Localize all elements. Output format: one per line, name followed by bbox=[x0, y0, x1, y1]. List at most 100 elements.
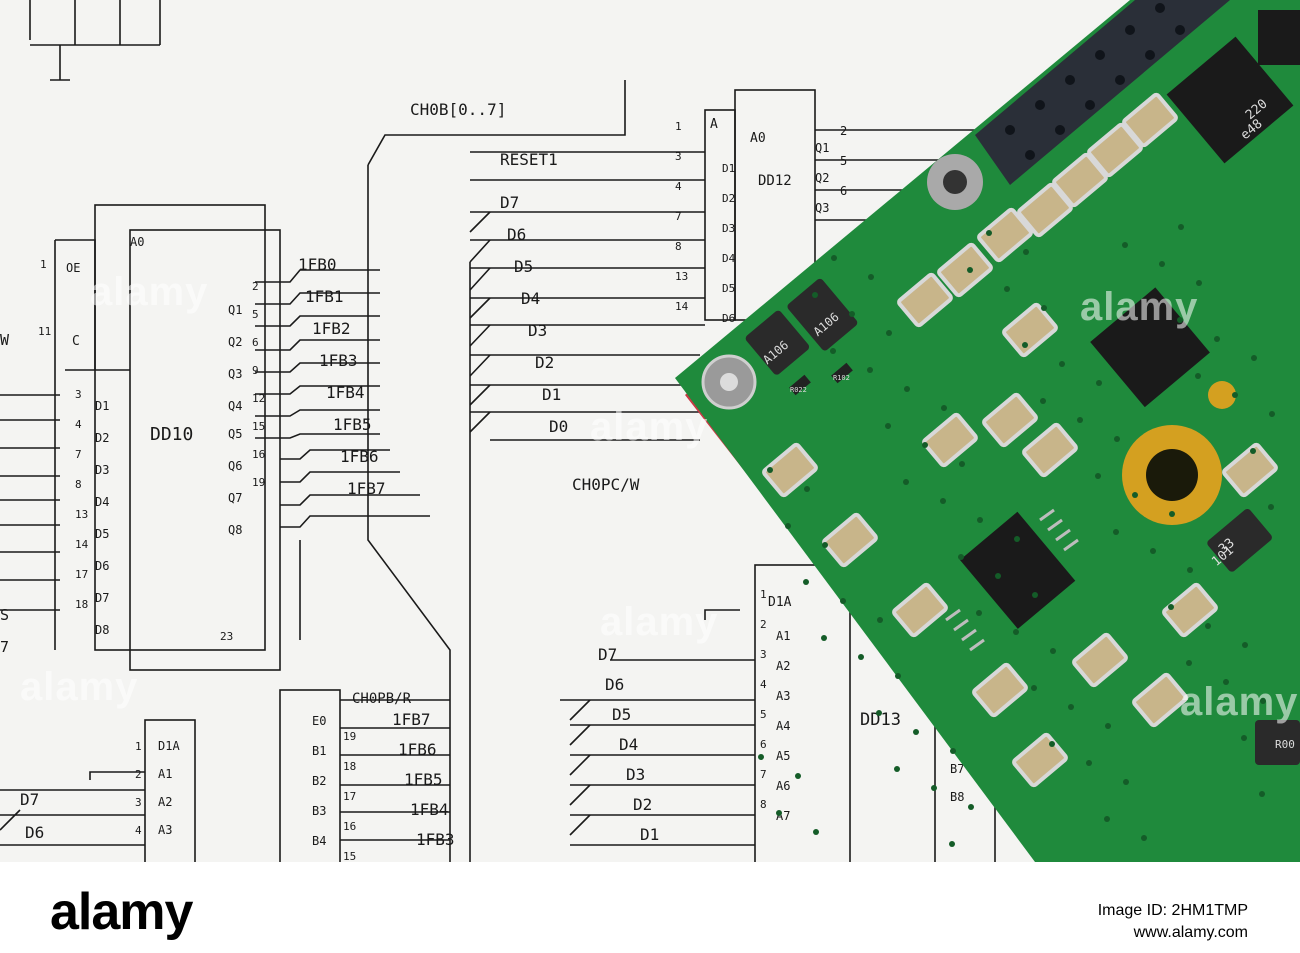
capacitor bbox=[982, 392, 1038, 448]
via bbox=[986, 230, 992, 236]
dd10-output-num: 16 bbox=[252, 448, 265, 461]
via bbox=[867, 367, 873, 373]
via bbox=[767, 467, 773, 473]
lower-chip-right-pin: E0 bbox=[312, 714, 326, 728]
via bbox=[940, 498, 946, 504]
via bbox=[1260, 698, 1266, 704]
image-id-label: Image ID: 2HM1TMP bbox=[1097, 902, 1248, 919]
fpb-label: 1FB5 bbox=[333, 415, 372, 434]
lower-signal-label: D4 bbox=[619, 735, 638, 754]
via bbox=[1178, 224, 1184, 230]
dd10-name: DD10 bbox=[150, 424, 193, 445]
dd13-a-num: 5 bbox=[760, 708, 767, 721]
dd10-output-pin: Q6 bbox=[228, 459, 242, 473]
dd13-a-num: 8 bbox=[760, 798, 767, 811]
lower-chip-left-num: 1 bbox=[135, 740, 142, 753]
dd13-a-pin: A6 bbox=[776, 779, 790, 793]
dd10-output-num: 5 bbox=[252, 308, 259, 321]
via bbox=[1141, 835, 1147, 841]
via bbox=[1014, 536, 1020, 542]
via bbox=[1105, 723, 1111, 729]
via bbox=[958, 554, 964, 560]
lower-chip-left-num: 4 bbox=[135, 824, 142, 837]
via bbox=[1168, 604, 1174, 610]
via bbox=[1259, 791, 1265, 797]
lower-chip-right-pin: B2 bbox=[312, 774, 326, 788]
dd10-input-num: 3 bbox=[75, 388, 82, 401]
via bbox=[1031, 685, 1037, 691]
dd10-input-pin: D6 bbox=[95, 559, 109, 573]
via bbox=[1123, 779, 1129, 785]
top-chip-input-pin: D4 bbox=[722, 252, 736, 265]
dd10-input-num: 18 bbox=[75, 598, 88, 611]
via bbox=[1223, 679, 1229, 685]
fpb-label: 1FB3 bbox=[319, 351, 358, 370]
left-partial-7: 7 bbox=[0, 638, 9, 656]
capacitor bbox=[897, 272, 953, 328]
image-id-block: Image ID: 2HM1TMP www.alamy.com bbox=[1098, 900, 1248, 943]
dd10-input-pin: D3 bbox=[95, 463, 109, 477]
bus-signal-label: D5 bbox=[514, 257, 533, 276]
lower-signal-label: D5 bbox=[612, 705, 631, 724]
capacitor bbox=[1132, 672, 1188, 728]
via bbox=[894, 766, 900, 772]
dd10-output-pin: Q4 bbox=[228, 399, 242, 413]
via bbox=[904, 386, 910, 392]
top-chip-name: DD12 bbox=[758, 173, 792, 189]
top-chip-pin-num: 13 bbox=[675, 270, 688, 283]
dd10-input-num: 8 bbox=[75, 478, 82, 491]
dd10-output-num: 2 bbox=[252, 280, 259, 293]
capacitor bbox=[937, 242, 993, 298]
dd10-input-pin: D1 bbox=[95, 399, 109, 413]
via bbox=[1059, 361, 1065, 367]
via bbox=[1251, 355, 1257, 361]
lower-chip-left-num: 3 bbox=[135, 796, 142, 809]
top-chip-pin-num: 7 bbox=[675, 210, 682, 223]
top-chip-output-num: 2 bbox=[840, 124, 847, 138]
pcb-vias bbox=[758, 224, 1275, 847]
via bbox=[1004, 286, 1010, 292]
via bbox=[903, 479, 909, 485]
dd13-b-pin: B7 bbox=[950, 762, 964, 776]
dd13-a-num: 1 bbox=[760, 588, 767, 601]
via bbox=[804, 486, 810, 492]
fpb-label: 1FB7 bbox=[347, 479, 386, 498]
schematic-wires bbox=[0, 0, 1000, 862]
dd10-output-num: 6 bbox=[252, 336, 259, 349]
alamy-logo[interactable]: alamy bbox=[50, 883, 193, 941]
lower-signal-label: D7 bbox=[598, 645, 617, 664]
dd10-input-num: 7 bbox=[75, 448, 82, 461]
via bbox=[1232, 392, 1238, 398]
dd10-input-pin: D8 bbox=[95, 623, 109, 637]
lower-chip-left-pin: A2 bbox=[158, 795, 172, 809]
dd13-a-pin: A1 bbox=[776, 629, 790, 643]
via bbox=[1150, 548, 1156, 554]
top-chip-pin-num: 3 bbox=[675, 150, 682, 163]
site-link[interactable]: www.alamy.com bbox=[1133, 923, 1248, 941]
via bbox=[1187, 567, 1193, 573]
via bbox=[821, 635, 827, 641]
capacitor bbox=[1017, 182, 1073, 238]
via bbox=[1214, 336, 1220, 342]
bus-signal-label: D1 bbox=[542, 385, 561, 404]
top-chip-output-pin: Q1 bbox=[815, 141, 829, 155]
dd10-input-num: 4 bbox=[75, 418, 82, 431]
schematic-generated-labels: 1FB01FB11FB21FB31FB41FB51FB61FB7Q1Q2Q3Q4… bbox=[75, 120, 964, 862]
via bbox=[913, 729, 919, 735]
via bbox=[858, 654, 864, 660]
dd13-b-pin: B8 bbox=[950, 790, 964, 804]
via bbox=[977, 517, 983, 523]
dd10-pin-23: 23 bbox=[220, 630, 233, 643]
lower-chip-right-num: 19 bbox=[343, 730, 356, 743]
via bbox=[758, 754, 764, 760]
fpb-label: 1FB0 bbox=[298, 255, 337, 274]
dd13-top-pin: D1A bbox=[768, 595, 792, 610]
via bbox=[1132, 492, 1138, 498]
via bbox=[1104, 816, 1110, 822]
dd10-output-num: 12 bbox=[252, 392, 265, 405]
dd13-a-num: 6 bbox=[760, 738, 767, 751]
dd10-output-num: 15 bbox=[252, 420, 265, 433]
lower-chip-left-pin: A1 bbox=[158, 767, 172, 781]
via bbox=[1068, 704, 1074, 710]
dd10-top-pin: A0 bbox=[130, 235, 144, 249]
